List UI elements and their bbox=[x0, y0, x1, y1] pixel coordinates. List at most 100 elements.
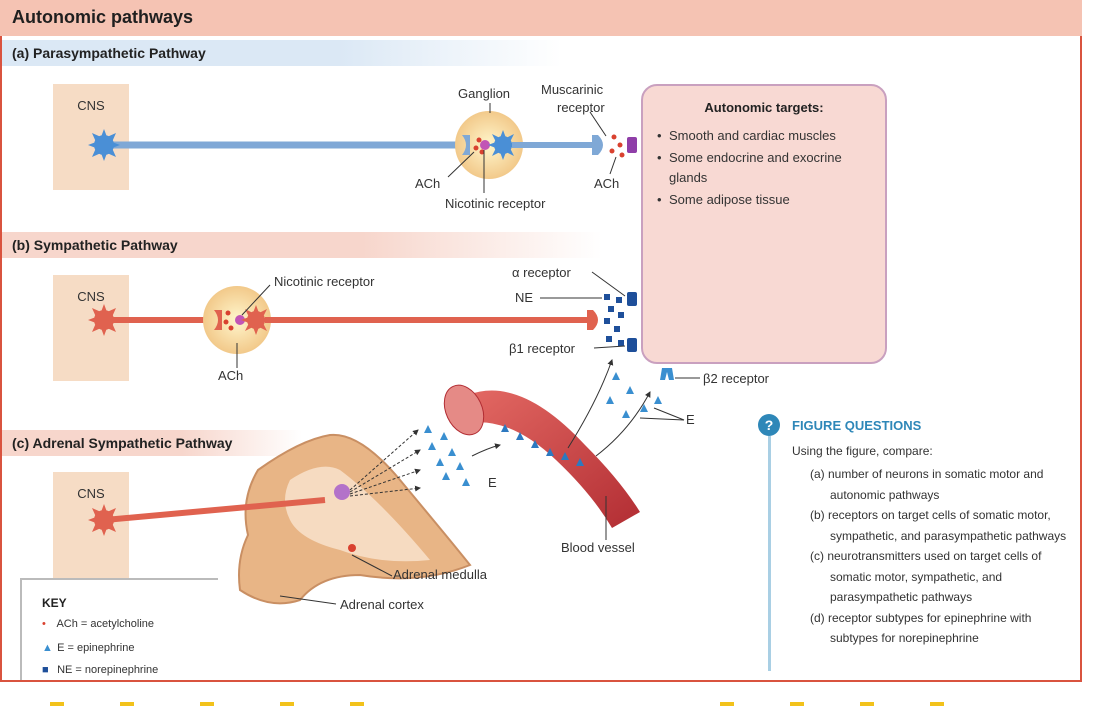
key-title: KEY bbox=[42, 596, 67, 610]
question-icon: ? bbox=[758, 414, 780, 436]
target-item: Some adipose tissue bbox=[657, 190, 881, 210]
ach-dot bbox=[611, 134, 617, 140]
ach-dot bbox=[225, 310, 231, 316]
label-alpha-receptor: α receptor bbox=[512, 265, 571, 280]
axon-terminal-b1 bbox=[214, 310, 222, 330]
ach-dot bbox=[476, 137, 482, 143]
section-title-parasympathetic: (a) Parasympathetic Pathway bbox=[2, 40, 562, 66]
label-nicotinic-a: Nicotinic receptor bbox=[445, 196, 546, 211]
axon-terminal-a2 bbox=[592, 135, 603, 155]
alpha-receptor bbox=[627, 292, 637, 306]
cns-label-a: CNS bbox=[77, 98, 105, 113]
figure-frame bbox=[0, 0, 1082, 682]
figure-questions-title: FIGURE QUESTIONS bbox=[792, 418, 922, 433]
preganglionic-axon-c bbox=[104, 497, 326, 523]
label-beta2: β2 receptor bbox=[703, 371, 770, 386]
key-abbr: NE bbox=[57, 664, 73, 676]
ach-dot-icon: • bbox=[42, 618, 46, 630]
epinephrine-molecules bbox=[424, 425, 470, 486]
ach-dot bbox=[223, 319, 229, 325]
leader-alpha bbox=[591, 271, 626, 297]
label-adrenal-medulla: Adrenal medulla bbox=[393, 567, 487, 582]
adrenal-medulla-region bbox=[285, 466, 430, 562]
target-item: Some endocrine and exocrine glands bbox=[657, 148, 881, 188]
nicotinic-receptor-b bbox=[235, 315, 245, 325]
label-nicotinic-b: Nicotinic receptor bbox=[274, 274, 375, 289]
cns-neuron-a bbox=[88, 129, 120, 161]
label-blood-vessel: Blood vessel bbox=[561, 540, 635, 555]
bottom-dashes bbox=[50, 702, 944, 706]
label-muscarinic-2: receptor bbox=[557, 100, 605, 115]
key-row-e: ▲ E = epinephrine bbox=[42, 642, 134, 654]
key-text: = norepinephrine bbox=[75, 664, 159, 676]
key-row-ne: ■ NE = norepinephrine bbox=[42, 664, 158, 676]
section-title-adrenal: (c) Adrenal Sympathetic Pathway bbox=[2, 430, 302, 456]
axon-terminal-b2 bbox=[587, 310, 598, 330]
label-ach-a1: ACh bbox=[415, 176, 441, 191]
leader-medulla bbox=[351, 554, 393, 577]
muscarinic-receptor bbox=[627, 137, 637, 153]
label-ne: NE bbox=[515, 290, 534, 305]
figure-questions-list: (a) number of neurons in somatic motor a… bbox=[810, 464, 1078, 649]
secretion-arrows bbox=[349, 429, 421, 497]
ach-dot bbox=[479, 149, 485, 155]
cns-box-b: CNS bbox=[53, 275, 129, 381]
question-rule bbox=[768, 436, 771, 671]
axon-terminal-a1 bbox=[462, 135, 470, 155]
key-abbr: E bbox=[57, 642, 65, 654]
nicotinic-receptor-a bbox=[480, 140, 490, 150]
leader-muscarinic bbox=[589, 111, 607, 137]
key-text: = acetylcholine bbox=[80, 618, 154, 630]
blood-vessel-opening bbox=[443, 384, 485, 436]
cns-neuron-b bbox=[88, 304, 120, 336]
ne-molecules bbox=[604, 294, 624, 346]
epinephrine-triangle-icon: ▲ bbox=[42, 642, 53, 654]
label-e-left: E bbox=[488, 475, 497, 490]
adrenal-dot bbox=[348, 544, 356, 552]
cns-label-b: CNS bbox=[77, 289, 105, 304]
question-item: (a) number of neurons in somatic motor a… bbox=[810, 467, 1044, 502]
postganglionic-neuron-a bbox=[488, 130, 518, 160]
key-abbr: ACh bbox=[56, 618, 78, 630]
cns-box-a: CNS bbox=[53, 84, 129, 190]
label-e-right: E bbox=[686, 412, 695, 427]
blood-vessel bbox=[460, 390, 640, 528]
figure-title: Autonomic pathways bbox=[12, 7, 194, 27]
target-item: Smooth and cardiac muscles bbox=[657, 126, 881, 146]
cns-box-c: CNS bbox=[53, 472, 129, 578]
key-text: = epinephrine bbox=[67, 642, 135, 654]
leader-e1 bbox=[653, 407, 685, 421]
key-box: KEY • ACh = acetylcholine ▲ E = epinephr… bbox=[20, 578, 218, 680]
cns-neuron-c bbox=[88, 504, 120, 536]
ach-dot bbox=[619, 152, 625, 158]
section-title-sympathetic: (b) Sympathetic Pathway bbox=[2, 232, 602, 258]
postganglionic-neuron-b bbox=[241, 305, 271, 335]
label-beta1: β1 receptor bbox=[509, 341, 576, 356]
leader-ach-a2 bbox=[609, 156, 617, 175]
question-item: (c) neurotransmitters used on target cel… bbox=[810, 549, 1042, 604]
chromaffin-cell bbox=[334, 484, 350, 500]
label-ach-b: ACh bbox=[218, 368, 244, 383]
label-muscarinic-1: Muscarinic bbox=[541, 82, 604, 97]
label-ganglion: Ganglion bbox=[458, 86, 511, 101]
ach-dot bbox=[473, 145, 479, 151]
leader-ach-a1 bbox=[447, 151, 475, 178]
targets-list: Smooth and cardiac muscles Some endocrin… bbox=[657, 126, 881, 212]
beta2-receptor bbox=[660, 368, 674, 380]
norepinephrine-square-icon: ■ bbox=[42, 664, 49, 676]
autonomic-targets-box: Autonomic targets: Smooth and cardiac mu… bbox=[641, 84, 887, 364]
beta1-receptor bbox=[627, 338, 637, 352]
ach-dot bbox=[228, 325, 234, 331]
release-arrows bbox=[471, 359, 651, 457]
ach-dot bbox=[617, 142, 623, 148]
key-row-ach: • ACh = acetylcholine bbox=[42, 618, 154, 630]
leader-nicotinic-b bbox=[241, 284, 271, 316]
leader-e2 bbox=[639, 417, 685, 421]
vessel-epinephrine bbox=[501, 424, 584, 466]
leader-beta1 bbox=[593, 345, 626, 349]
plasma-epinephrine bbox=[606, 372, 662, 418]
cns-label-c: CNS bbox=[77, 486, 105, 501]
ach-dot bbox=[609, 148, 615, 154]
figure-questions-intro: Using the figure, compare: bbox=[792, 444, 933, 458]
